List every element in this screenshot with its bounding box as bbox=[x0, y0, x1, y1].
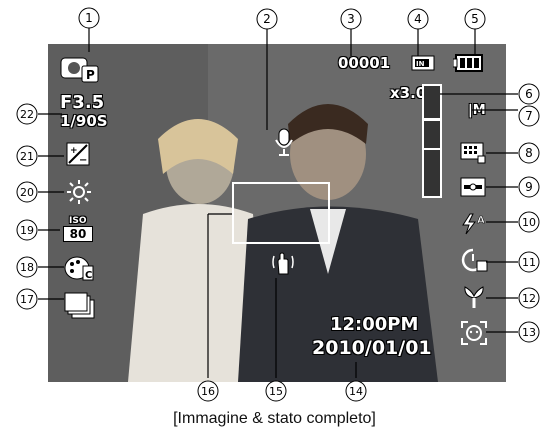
svg-text:1: 1 bbox=[85, 11, 93, 25]
svg-text:21: 21 bbox=[20, 150, 34, 163]
svg-text:12: 12 bbox=[522, 292, 536, 305]
svg-text:18: 18 bbox=[20, 261, 34, 274]
callout-16: 16 bbox=[197, 380, 219, 402]
callout-2: 2 bbox=[256, 8, 278, 30]
callout-11: 11 bbox=[518, 251, 540, 273]
zoom-bar bbox=[422, 84, 442, 198]
svg-text:2: 2 bbox=[263, 12, 271, 26]
autofocus-frame bbox=[232, 182, 330, 244]
svg-text:13: 13 bbox=[522, 326, 536, 339]
white-balance-daylight-icon bbox=[67, 180, 91, 204]
callout-13: 13 bbox=[518, 321, 540, 343]
svg-text:22: 22 bbox=[20, 108, 34, 121]
svg-text:C: C bbox=[85, 270, 92, 281]
image-quality-icon bbox=[460, 142, 486, 164]
callout-20: 20 bbox=[16, 181, 38, 203]
svg-text:A: A bbox=[477, 215, 485, 226]
voice-memo-icon bbox=[275, 128, 293, 156]
internal-memory-icon: IN bbox=[411, 55, 435, 71]
callout-6: 6 bbox=[518, 83, 540, 105]
program-mode-icon: P bbox=[60, 57, 99, 83]
callout-15: 15 bbox=[265, 380, 287, 402]
shutter-speed-value: 1/90S bbox=[60, 112, 108, 130]
camera-lcd-screen: P F3.5 1/90S + − ISO 80 C 00001 bbox=[48, 44, 506, 382]
shake-warning-icon bbox=[272, 252, 294, 275]
callout-10: 10 bbox=[518, 211, 540, 233]
callout-14: 14 bbox=[345, 380, 367, 402]
svg-text:20: 20 bbox=[20, 186, 34, 199]
frame-counter: 00001 bbox=[338, 54, 391, 72]
macro-icon bbox=[464, 286, 484, 308]
time-display: 12:00PM bbox=[330, 314, 419, 335]
callout-8: 8 bbox=[518, 142, 540, 164]
photo-style-icon: C bbox=[64, 256, 94, 281]
face-detection-icon bbox=[461, 321, 487, 345]
callout-3: 3 bbox=[340, 8, 362, 30]
zoom-value: x3.0 bbox=[390, 84, 427, 102]
svg-text:19: 19 bbox=[20, 224, 34, 237]
iso-value: 80 bbox=[63, 226, 93, 242]
iso-indicator: ISO 80 bbox=[63, 216, 93, 242]
svg-text:17: 17 bbox=[20, 293, 34, 306]
zoom-bar-divider bbox=[424, 148, 440, 150]
callout-21: 21 bbox=[16, 145, 38, 167]
callout-4: 4 bbox=[407, 8, 429, 30]
svg-text:15: 15 bbox=[269, 385, 283, 398]
svg-text:3: 3 bbox=[347, 12, 355, 26]
callout-5: 5 bbox=[464, 8, 486, 30]
callout-17: 17 bbox=[16, 288, 38, 310]
callout-1: 1 bbox=[78, 7, 100, 29]
callout-12: 12 bbox=[518, 287, 540, 309]
svg-text:P: P bbox=[86, 68, 95, 82]
svg-text:+: + bbox=[70, 146, 78, 156]
callout-7: 7 bbox=[518, 105, 540, 127]
zoom-bar-level bbox=[424, 118, 440, 121]
metering-icon bbox=[460, 177, 486, 197]
svg-text:11: 11 bbox=[522, 256, 536, 269]
aperture-value: F3.5 bbox=[60, 92, 105, 113]
self-timer-icon bbox=[461, 248, 488, 272]
continuous-shot-icon bbox=[64, 292, 95, 319]
svg-text:−: − bbox=[79, 155, 87, 166]
exposure-compensation-icon: + − bbox=[66, 142, 90, 166]
callout-22: 22 bbox=[16, 103, 38, 125]
battery-icon bbox=[453, 54, 483, 72]
svg-text:9: 9 bbox=[525, 180, 533, 194]
svg-text:8: 8 bbox=[525, 146, 533, 160]
date-display: 2010/01/01 bbox=[312, 337, 432, 359]
iso-label: ISO bbox=[69, 216, 87, 226]
svg-text:16: 16 bbox=[201, 385, 215, 398]
flash-icon: A bbox=[462, 213, 485, 235]
svg-text:7: 7 bbox=[525, 109, 533, 123]
svg-text:IN: IN bbox=[416, 60, 425, 68]
callout-19: 19 bbox=[16, 219, 38, 241]
callout-9: 9 bbox=[518, 176, 540, 198]
figure-caption: [Immagine & stato completo] bbox=[173, 410, 376, 427]
svg-text:6: 6 bbox=[525, 87, 533, 101]
svg-text:5: 5 bbox=[471, 12, 479, 26]
svg-text:14: 14 bbox=[349, 385, 363, 398]
callout-18: 18 bbox=[16, 256, 38, 278]
svg-text:10: 10 bbox=[522, 216, 536, 229]
svg-text:4: 4 bbox=[414, 12, 422, 26]
